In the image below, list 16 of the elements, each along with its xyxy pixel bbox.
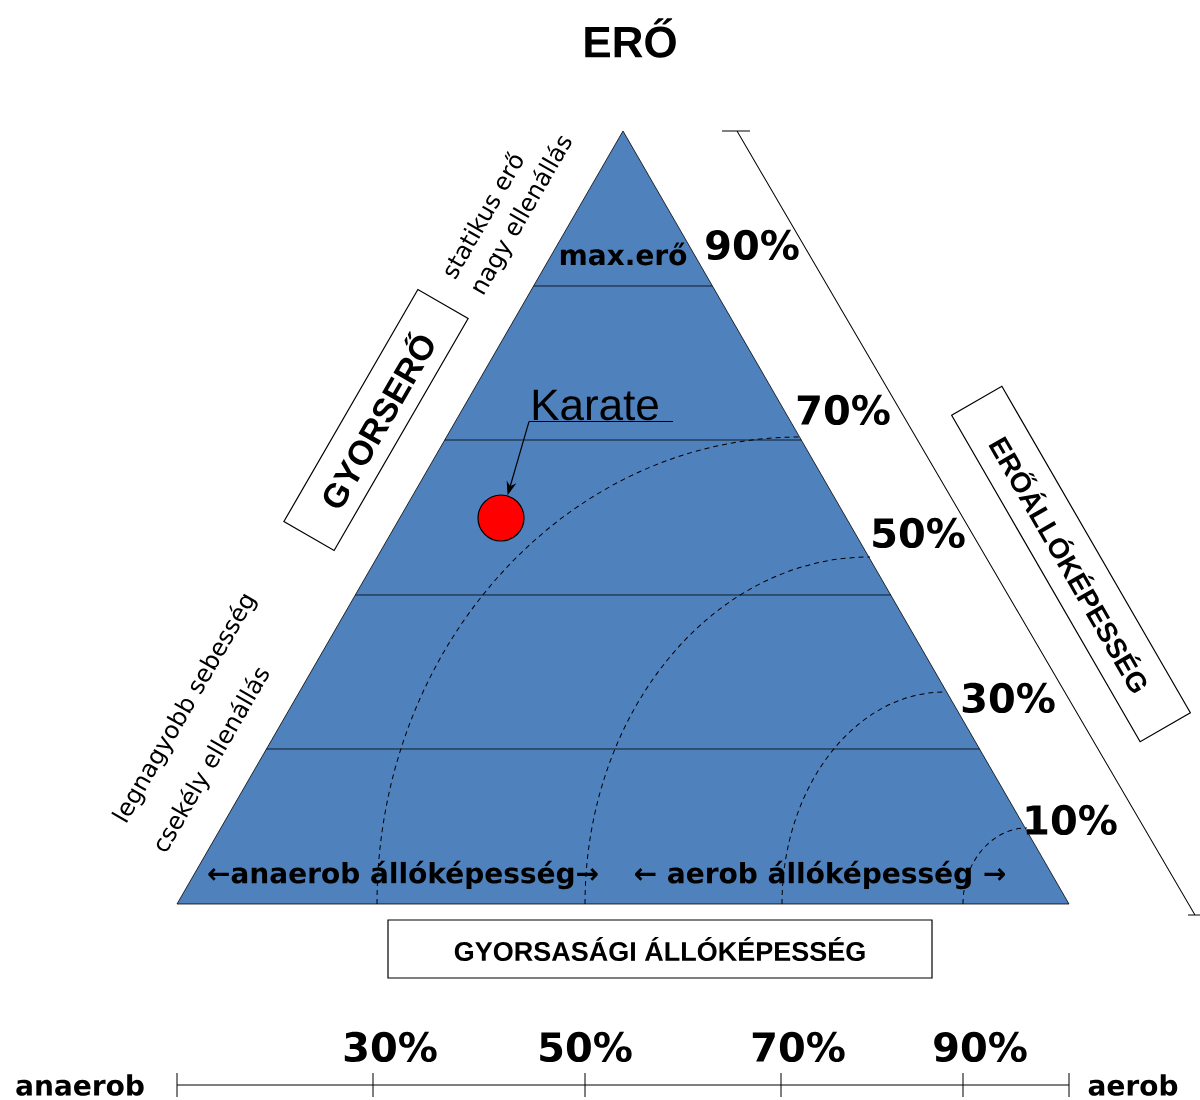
- percent-label: 70%: [797, 394, 890, 426]
- zone-label: ← aerob állóképesség →: [635, 860, 1005, 890]
- zone-label: max.erő: [560, 242, 687, 266]
- zone-label: ←anaerob állóképesség→: [208, 860, 598, 890]
- percent-label: 90%: [706, 229, 799, 261]
- percent-label: 70%: [752, 1031, 845, 1063]
- axis-end-label: anaerob: [16, 1074, 144, 1096]
- label-box: GYORSASÁGI ÁLLÓKÉPESSÉG: [387, 919, 933, 979]
- underlined-label: Karate: [528, 389, 674, 423]
- percent-label: 50%: [540, 1031, 632, 1063]
- percent-label: 10%: [1026, 804, 1117, 836]
- percent-label: 30%: [344, 1031, 437, 1063]
- axis-end-label: aerob: [1088, 1074, 1178, 1096]
- percent-label: 90%: [934, 1031, 1027, 1063]
- marker-dot: [477, 494, 525, 542]
- title: ERŐ: [585, 18, 676, 58]
